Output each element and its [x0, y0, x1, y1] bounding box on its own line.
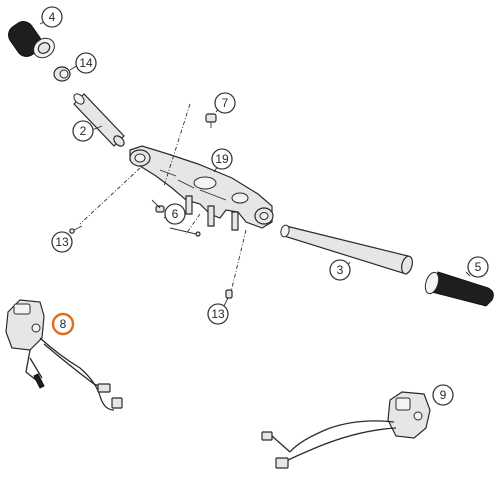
callout-5[interactable]: 5	[467, 256, 489, 278]
callout-4[interactable]: 4	[41, 6, 63, 28]
lead-line-13b	[223, 297, 229, 307]
svg-text:19: 19	[215, 152, 229, 166]
screw-part-13-lower[interactable]	[225, 289, 233, 299]
callout-6[interactable]: 6	[164, 203, 186, 225]
lead-line-2	[91, 125, 103, 131]
handlebar-clamp-part[interactable]	[129, 145, 274, 231]
svg-text:3: 3	[337, 263, 344, 277]
callout-8[interactable]: 8	[51, 312, 75, 336]
svg-text:2: 2	[80, 124, 87, 138]
callout-2[interactable]: 2	[72, 120, 94, 142]
lead-line-5	[465, 271, 471, 277]
callout-3[interactable]: 3	[329, 259, 351, 281]
svg-text:8: 8	[60, 317, 67, 331]
alignment-line-d	[185, 213, 201, 235]
callout-13-lower[interactable]: 13	[207, 303, 229, 325]
right-grip-part[interactable]	[423, 271, 494, 307]
svg-text:13: 13	[55, 235, 69, 249]
right-tube-part[interactable]	[280, 224, 415, 275]
callout-9[interactable]: 9	[432, 384, 454, 406]
callout-13-left[interactable]: 13	[51, 231, 73, 253]
svg-text:4: 4	[49, 10, 56, 24]
svg-text:13: 13	[211, 307, 225, 321]
svg-text:5: 5	[475, 260, 482, 274]
alignment-line-c	[229, 229, 247, 297]
svg-text:9: 9	[440, 388, 447, 402]
svg-text:14: 14	[79, 56, 93, 70]
lead-line-6a	[151, 199, 161, 209]
screw-part-6[interactable]	[155, 205, 201, 237]
alignment-line-b	[79, 167, 141, 225]
callout-19[interactable]: 19	[211, 148, 233, 170]
callout-7[interactable]: 7	[214, 92, 236, 114]
screw-part-7[interactable]	[205, 113, 217, 128]
left-switch-part[interactable]	[5, 299, 123, 411]
right-switch-part[interactable]	[261, 391, 431, 469]
svg-text:6: 6	[172, 207, 179, 221]
callout-14[interactable]: 14	[75, 52, 97, 74]
ring-part[interactable]	[53, 66, 71, 82]
left-grip-part[interactable]	[5, 18, 59, 62]
svg-text:7: 7	[222, 96, 229, 110]
screw-part-13-left[interactable]	[69, 225, 83, 234]
left-tube-part[interactable]	[72, 92, 126, 148]
